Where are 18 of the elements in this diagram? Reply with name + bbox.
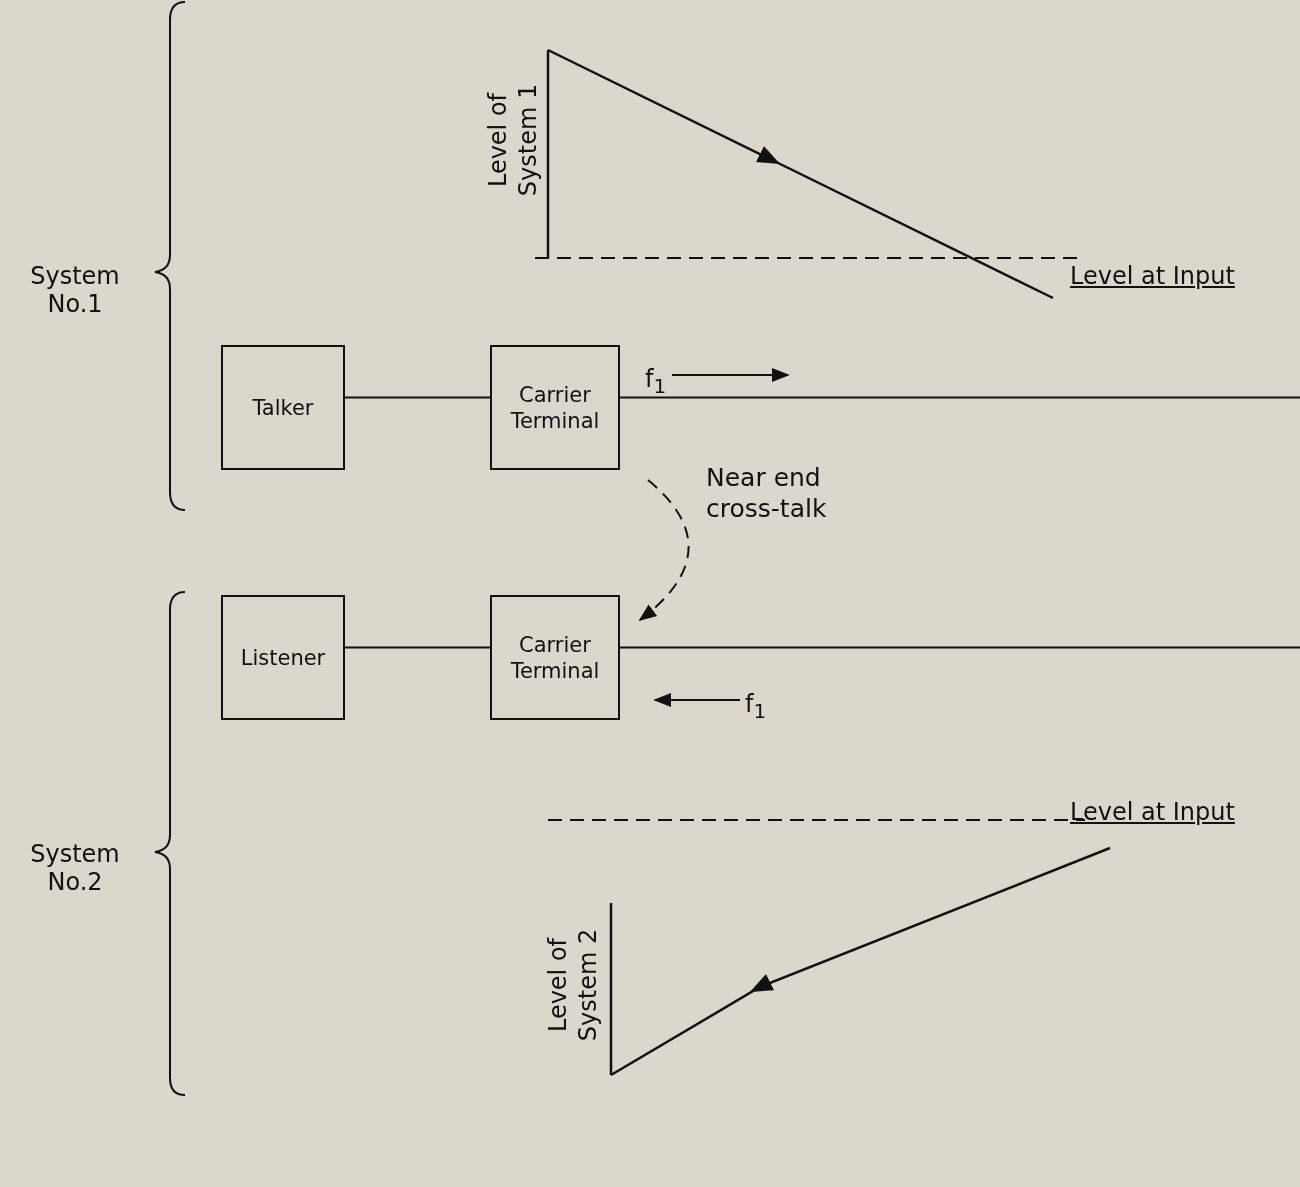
signal-label: f$_{1}$: [645, 365, 667, 400]
block-box: Carrier Terminal: [490, 345, 620, 470]
axis-label: Level of System 2: [542, 927, 603, 1044]
block-box: Listener: [221, 595, 345, 720]
connecting-line: [344, 646, 491, 649]
axis-label: Level of System 1: [482, 82, 543, 199]
group-label: System No.2: [29, 840, 121, 896]
connecting-line: [619, 646, 1300, 649]
connecting-line: [619, 396, 1300, 399]
level-label: Level at Input: [1070, 262, 1235, 290]
level-label: Level at Input: [1070, 798, 1235, 826]
block-box: Carrier Terminal: [490, 595, 620, 720]
connecting-line: [344, 396, 491, 399]
dashed-arrow: [638, 479, 690, 622]
signal-label: f$_{1}$: [745, 690, 767, 725]
edge-label: Near end cross-talk: [706, 462, 828, 524]
block-box: Talker: [221, 345, 345, 470]
group-label: System No.1: [29, 262, 121, 318]
